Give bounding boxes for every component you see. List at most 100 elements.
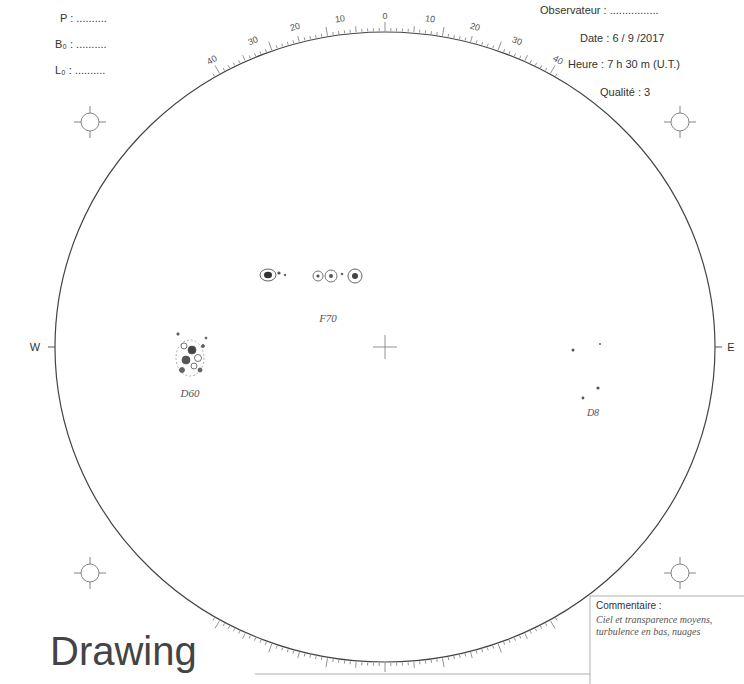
- scale-tick: [555, 74, 557, 77]
- scale-tick: [215, 66, 220, 74]
- scale-tick: [361, 662, 362, 665]
- scale-tick: [419, 661, 420, 664]
- scale-tick: [419, 30, 420, 33]
- form-field: Observateur : ................: [540, 4, 659, 17]
- scale-tick: [535, 63, 536, 66]
- scale-tick: [408, 29, 409, 32]
- sunspot-group: [260, 269, 362, 283]
- scale-tick: [309, 655, 311, 658]
- form-frame: [255, 596, 744, 684]
- form-field: P : ..........: [60, 12, 107, 25]
- scale-tick: [413, 26, 415, 32]
- scale-number: 0: [382, 11, 387, 21]
- scale-tick: [442, 658, 444, 667]
- scale-tick: [321, 34, 323, 37]
- sunspot-group: [176, 333, 207, 376]
- scale-tick: [213, 618, 215, 621]
- scale-tick: [269, 42, 272, 50]
- scale-tick: [233, 63, 234, 66]
- scale-tick: [292, 40, 294, 43]
- scale-tick: [355, 662, 357, 668]
- scale-tick: [379, 663, 380, 666]
- scale-tick: [254, 638, 255, 641]
- scale-tick: [487, 44, 489, 47]
- scale-tick: [373, 663, 374, 666]
- scale-tick: [453, 656, 455, 659]
- scale-tick: [373, 28, 374, 31]
- scale-tick: [465, 37, 467, 40]
- scale-tick: [390, 663, 391, 666]
- scale-tick: [520, 636, 521, 639]
- scale-tick: [545, 623, 546, 626]
- scale-number: 20: [468, 21, 480, 34]
- scale-tick: [287, 42, 289, 45]
- scale-tick: [448, 657, 450, 660]
- scale-tick: [504, 49, 505, 52]
- scale-tick: [520, 56, 521, 59]
- scale-tick: [350, 661, 351, 664]
- scale-tick: [213, 74, 215, 77]
- scale-tick: [249, 636, 250, 639]
- sunspot-group: [572, 343, 602, 399]
- scale-tick: [396, 28, 397, 31]
- scale-tick: [448, 34, 450, 37]
- scale-tick: [243, 633, 246, 638]
- scale-tick: [315, 35, 317, 38]
- scale-tick: [321, 657, 323, 660]
- scale-tick: [436, 32, 437, 35]
- scale-tick: [540, 65, 541, 68]
- scale-tick: [281, 44, 283, 47]
- scale-tick: [476, 651, 478, 654]
- scale-tick: [431, 31, 432, 34]
- figure-caption: Drawing: [50, 628, 197, 674]
- scale-tick: [436, 659, 437, 662]
- degree-scale: [213, 22, 557, 672]
- scale-tick: [332, 659, 333, 662]
- scale-number: 20: [289, 21, 301, 34]
- scale-tick: [304, 654, 306, 657]
- scale-tick: [402, 663, 403, 666]
- scale-tick: [269, 644, 272, 652]
- scale-tick: [338, 660, 339, 663]
- scale-tick: [525, 55, 528, 60]
- scale-tick: [431, 660, 432, 663]
- scale-tick: [530, 60, 531, 63]
- scale-tick: [276, 646, 278, 649]
- scale-tick: [442, 27, 444, 36]
- scale-tick: [385, 22, 386, 31]
- scale-tick: [332, 32, 333, 35]
- scale-tick: [498, 644, 501, 652]
- form-field: Heure : 7 h 30 m (U.T.): [568, 58, 680, 71]
- scale-tick: [525, 633, 528, 638]
- scale-tick: [487, 648, 489, 651]
- scale-tick: [281, 648, 283, 651]
- scale-tick: [471, 36, 473, 42]
- scale-tick: [408, 662, 409, 665]
- center-cross: [373, 335, 397, 359]
- comment-text: Ciel et transparence moyens, turbulence …: [596, 614, 736, 637]
- scale-tick: [402, 28, 403, 31]
- scale-tick: [514, 53, 515, 56]
- scale-tick: [304, 37, 306, 40]
- form-field: Qualité : 3: [600, 86, 650, 99]
- scale-tick: [249, 56, 250, 59]
- scale-tick: [223, 623, 224, 626]
- scale-number: 30: [246, 34, 259, 47]
- scale-tick: [551, 66, 556, 74]
- scale-tick: [504, 642, 505, 645]
- scale-tick: [338, 31, 339, 34]
- scale-tick: [459, 36, 461, 39]
- scale-tick: [413, 662, 415, 668]
- scale-tick: [540, 626, 541, 629]
- scale-tick: [260, 640, 261, 643]
- scale-tick: [509, 51, 510, 54]
- scale-tick: [551, 621, 556, 629]
- scale-tick: [535, 629, 536, 632]
- scale-tick: [425, 30, 426, 33]
- scale-tick: [425, 661, 426, 664]
- scale-tick: [471, 652, 473, 658]
- group-class: D60: [181, 387, 200, 400]
- form-field: L₀ : ..........: [55, 64, 105, 77]
- scale-tick: [459, 655, 461, 658]
